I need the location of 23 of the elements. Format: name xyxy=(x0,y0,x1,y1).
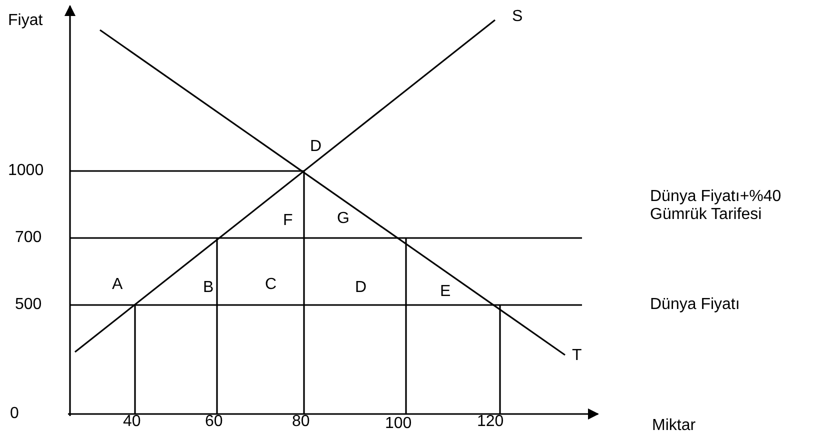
tick-label: 500 xyxy=(15,296,42,314)
tick-label: 80 xyxy=(292,413,310,431)
axis-title: Fiyat xyxy=(8,12,43,30)
tick-label: 100 xyxy=(385,415,412,433)
curve-label: T xyxy=(572,347,582,365)
note-text: Dünya Fiyatı+%40 Gümrük Tarifesi xyxy=(650,188,782,224)
area-label: C xyxy=(265,276,277,294)
area-label: F xyxy=(283,212,293,230)
tick-label: 40 xyxy=(123,413,141,431)
tick-label: 700 xyxy=(15,229,42,247)
tick-label: 0 xyxy=(10,405,19,423)
note-text: Dünya Fiyatı xyxy=(650,296,740,314)
area-label: A xyxy=(112,276,123,294)
area-label: E xyxy=(440,283,451,301)
area-label: G xyxy=(337,210,350,228)
tick-label: 1000 xyxy=(8,162,44,180)
tick-label: 60 xyxy=(205,413,223,431)
point-label: D xyxy=(310,138,322,156)
axis-title: Miktar xyxy=(652,417,696,435)
area-label: D xyxy=(355,279,367,297)
tick-label: 120 xyxy=(477,413,504,431)
area-label: B xyxy=(203,279,214,297)
curve-label: S xyxy=(512,8,523,26)
